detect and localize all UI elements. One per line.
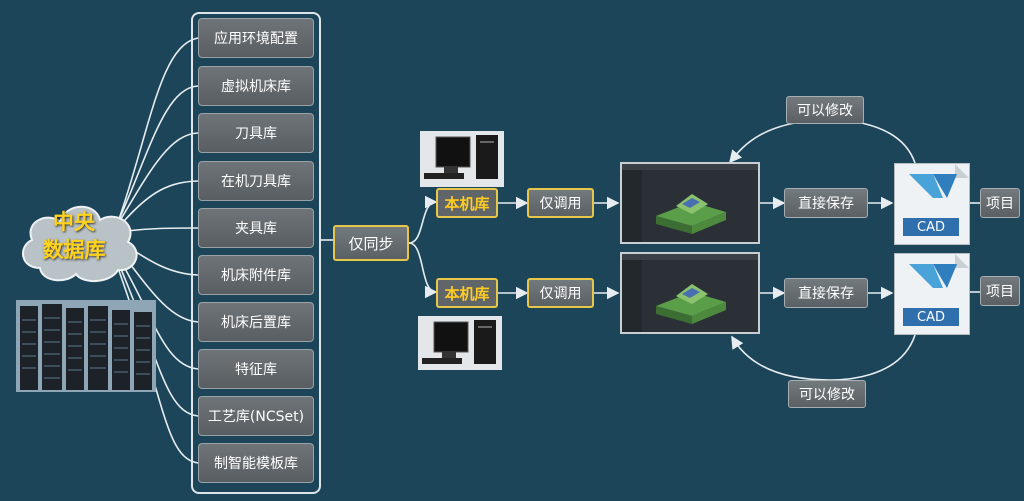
server-rack-image [16, 300, 156, 392]
library-item: 机床后置库 [198, 302, 314, 342]
cad-screenshot-bottom [620, 252, 760, 334]
modify-allowed-box-top: 可以修改 [786, 96, 864, 124]
cad-file-icon-bottom: CAD [894, 253, 970, 335]
cloud-icon [22, 205, 138, 282]
project-box-top: 项目 [980, 188, 1020, 218]
modify-allowed-label-bottom: 可以修改 [799, 387, 855, 403]
sync-only-label: 仅同步 [348, 234, 394, 253]
cad-file-text-top: CAD [917, 219, 945, 235]
library-item: 应用环境配置 [198, 18, 314, 58]
call-only-label-top: 仅调用 [539, 196, 582, 212]
call-only-box-bottom: 仅调用 [527, 278, 594, 308]
cad-file-text-bottom: CAD [917, 309, 945, 325]
save-directly-box-top: 直接保存 [784, 188, 868, 218]
call-only-label-bottom: 仅调用 [539, 286, 582, 302]
cad-model-thumbnail-top [622, 164, 758, 242]
central-db-line1: 中央 [53, 210, 95, 234]
cad-model-thumbnail-bottom [622, 254, 758, 332]
cad-file-emblem-top [909, 164, 969, 198]
library-item: 夹具库 [198, 208, 314, 248]
central-database-label: 中央 数据库 [22, 208, 126, 264]
modify-allowed-label-top: 可以修改 [797, 103, 853, 119]
sync-only-box: 仅同步 [333, 225, 409, 261]
local-db-label-bottom: 本机库 [436, 278, 498, 308]
save-directly-label-bottom: 直接保存 [798, 286, 854, 302]
project-box-bottom: 项目 [980, 276, 1020, 306]
local-db-text-bottom: 本机库 [444, 284, 490, 303]
library-list-frame [191, 12, 321, 494]
library-item: 刀具库 [198, 113, 314, 153]
computer-icon-top [420, 131, 504, 187]
project-label-bottom: 项目 [986, 284, 1014, 300]
computer-icon-bottom [418, 316, 502, 370]
cad-screenshot-top [620, 162, 760, 244]
project-label-top: 项目 [986, 196, 1014, 212]
library-item: 在机刀具库 [198, 161, 314, 201]
local-db-text-top: 本机库 [444, 194, 490, 213]
library-item: 制智能模板库 [198, 443, 314, 483]
save-directly-label-top: 直接保存 [798, 196, 854, 212]
cad-file-badge-bottom: CAD [903, 308, 959, 326]
library-item: 机床附件库 [198, 255, 314, 295]
save-directly-box-bottom: 直接保存 [784, 278, 868, 308]
library-item: 特征库 [198, 349, 314, 389]
call-only-box-top: 仅调用 [527, 188, 594, 218]
library-item: 工艺库(NCSet) [198, 396, 314, 436]
cad-file-badge-top: CAD [903, 218, 959, 236]
cad-file-icon-top: CAD [894, 163, 970, 245]
central-db-line2: 数据库 [42, 238, 106, 262]
local-db-label-top: 本机库 [436, 188, 498, 218]
cad-file-emblem-bottom [909, 254, 969, 288]
modify-allowed-box-bottom: 可以修改 [788, 380, 866, 408]
library-item: 虚拟机床库 [198, 66, 314, 106]
